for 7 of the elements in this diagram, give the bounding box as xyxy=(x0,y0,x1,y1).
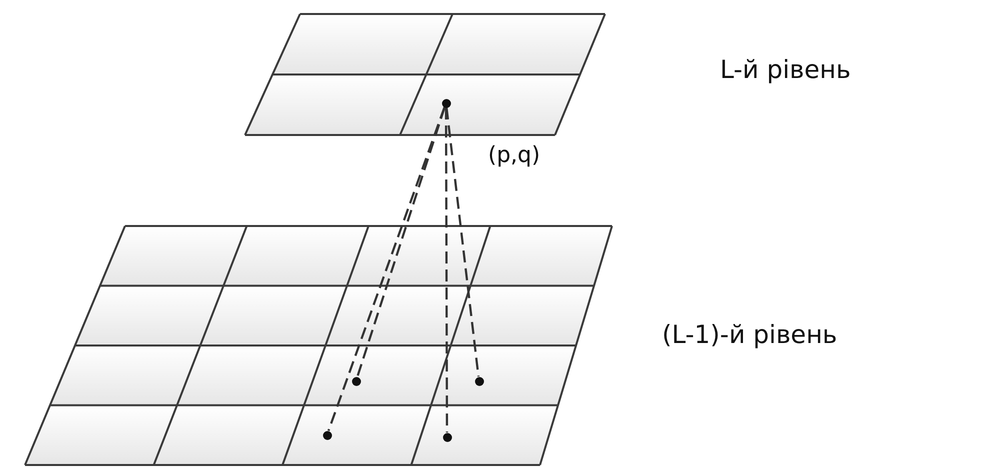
dashed-line xyxy=(445,107,480,377)
level-label: L-й рівень xyxy=(720,55,851,84)
dashed-line xyxy=(327,106,446,432)
level-label: (L-1)-й рівень xyxy=(662,320,838,349)
dashed-line xyxy=(444,108,448,432)
dashed-line xyxy=(356,106,446,378)
point-label: (p,q) xyxy=(488,143,540,168)
